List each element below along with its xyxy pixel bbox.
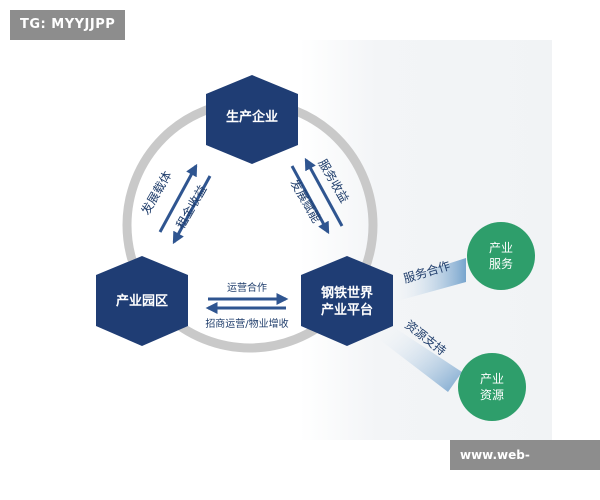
watermark-bottom: www.web-dejia.com	[450, 440, 600, 492]
right-hex-label-line2: 产业平台	[321, 302, 373, 318]
arrow-to-platform	[290, 165, 330, 235]
left-hex-label: 产业园区	[116, 293, 168, 309]
watermark-top: TG: MYYJJPP	[10, 10, 126, 40]
ecosystem-diagram: 生产企业 产业园区 钢铁世界 产业平台 发展载体 租金收益 服务收益 发展赋能 …	[96, 75, 535, 421]
industry-service-node: 产业 服务	[467, 222, 535, 290]
resource-wedge-arrow	[380, 322, 462, 392]
left-outer-label: 发展载体	[138, 168, 175, 217]
service-label-line2: 服务	[489, 256, 513, 271]
right-outer-label: 服务收益	[315, 156, 352, 205]
industry-resource-node: 产业 资源	[458, 353, 526, 421]
left-hexagon: 产业园区	[96, 256, 188, 346]
arrow-to-producer-right	[304, 157, 344, 227]
resource-label-line1: 产业	[480, 372, 504, 386]
right-hexagon: 钢铁世界 产业平台	[301, 256, 393, 346]
service-wedge-arrow	[388, 258, 466, 303]
top-hexagon: 生产企业	[206, 75, 298, 164]
bottom-bottom-label: 招商运营/物业增收	[205, 317, 288, 330]
top-hex-label: 生产企业	[226, 109, 278, 125]
service-label-line1: 产业	[489, 241, 513, 255]
left-inner-label: 租金收益	[173, 182, 210, 231]
right-hex-label-line1: 钢铁世界	[321, 285, 373, 301]
bottom-top-label: 运营合作	[227, 281, 267, 294]
arrow-to-park	[172, 175, 212, 245]
arrow-to-producer	[158, 163, 198, 233]
resource-label-line2: 资源	[480, 388, 504, 402]
